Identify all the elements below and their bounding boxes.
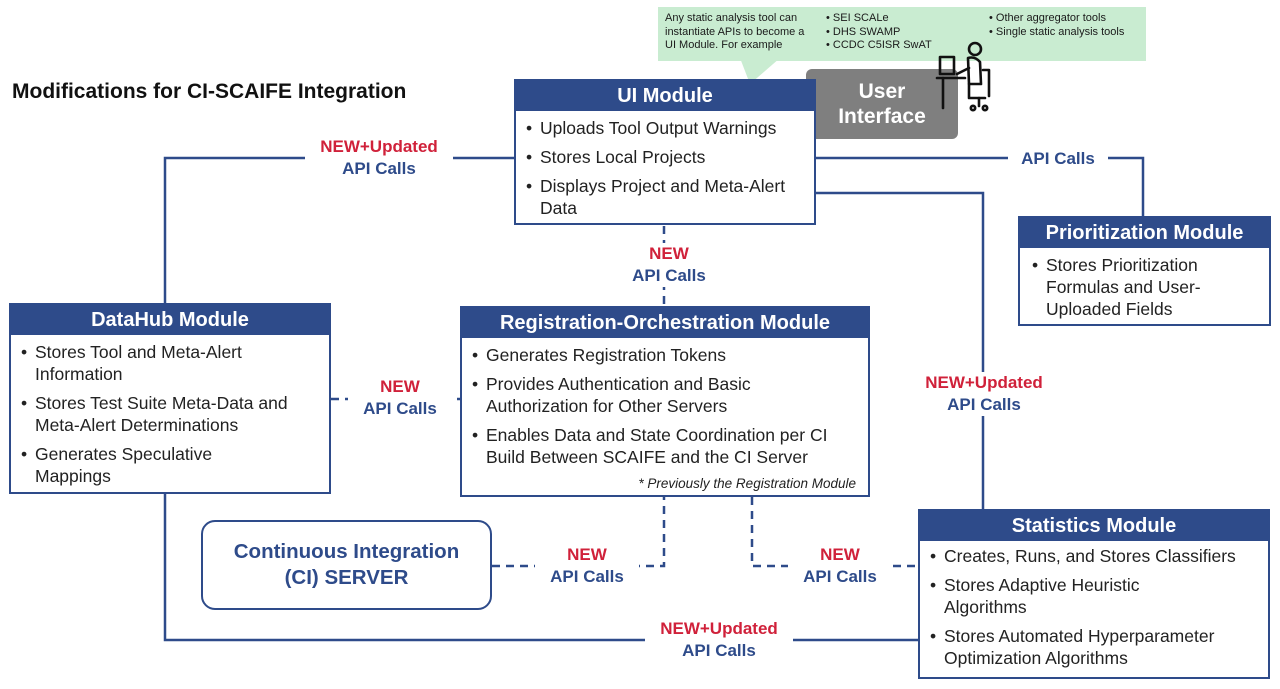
statistics-module-list: Creates, Runs, and Stores Classifiers St… xyxy=(920,541,1268,669)
label-tag: NEW+Updated xyxy=(925,373,1043,392)
callout-item: DHS SWAMP xyxy=(826,26,932,40)
callout-item: CCDC C5ISR SwAT xyxy=(826,39,932,53)
list-item: Displays Project and Meta-Alert Data xyxy=(526,175,806,219)
list-item: Stores Test Suite Meta-Data and Meta-Ale… xyxy=(21,392,321,436)
label-tag: NEW+Updated xyxy=(320,137,438,156)
registration-module-title: Registration-Orchestration Module xyxy=(462,308,868,338)
list-item: Generates Speculative Mappings xyxy=(21,443,255,487)
statistics-module: Statistics Module Creates, Runs, and Sto… xyxy=(918,509,1270,679)
prioritization-module-title: Prioritization Module xyxy=(1020,218,1269,248)
label-tag: NEW xyxy=(567,545,607,564)
label-ui-datahub: NEW+Updated API Calls xyxy=(305,136,453,180)
label-text: API Calls xyxy=(632,266,706,285)
label-tag: NEW xyxy=(820,545,860,564)
list-item: Stores Adaptive Heuristic Algorithms xyxy=(930,574,1184,618)
label-text: API Calls xyxy=(342,159,416,178)
registration-orchestration-module: Registration-Orchestration Module Genera… xyxy=(460,306,870,497)
label-datahub-registration: NEW API Calls xyxy=(348,376,452,420)
ci-server: Continuous Integration (CI) SERVER xyxy=(201,520,492,610)
label-text: API Calls xyxy=(1021,149,1095,168)
callout-item: SEI SCALe xyxy=(826,12,932,26)
ui-module: UI Module Uploads Tool Output Warnings S… xyxy=(514,79,816,225)
list-item: Uploads Tool Output Warnings xyxy=(526,117,806,139)
callout-item: Other aggregator tools xyxy=(989,12,1124,26)
datahub-module-title: DataHub Module xyxy=(11,305,329,335)
datahub-module: DataHub Module Stores Tool and Meta-Aler… xyxy=(9,303,331,494)
callout-list-1: SEI SCALe DHS SWAMP CCDC C5ISR SwAT xyxy=(826,12,932,53)
label-ui-prioritization: API Calls xyxy=(1008,148,1108,170)
label-ui-registration: NEW API Calls xyxy=(615,243,723,287)
line-ui-prioritization xyxy=(815,156,1145,216)
list-item: Enables Data and State Coordination per … xyxy=(472,424,860,468)
prioritization-module-list: Stores Prioritization Formulas and User-… xyxy=(1020,248,1269,320)
label-text: API Calls xyxy=(550,567,624,586)
callout-item: Single static analysis tools xyxy=(989,26,1124,40)
label-registration-statistics: NEW API Calls xyxy=(788,544,892,588)
user-interface-box: User Interface xyxy=(806,69,958,139)
label-ci-registration: NEW API Calls xyxy=(535,544,639,588)
label-text: API Calls xyxy=(363,399,437,418)
ui-module-title: UI Module xyxy=(516,81,814,111)
label-tag: NEW xyxy=(649,244,689,263)
callout-pointer xyxy=(740,58,780,84)
page-title: Modifications for CI-SCAIFE Integration xyxy=(12,80,407,103)
datahub-module-list: Stores Tool and Meta-Alert Information S… xyxy=(11,335,329,487)
prioritization-module: Prioritization Module Stores Prioritizat… xyxy=(1018,216,1271,326)
examples-callout: Any static analysis tool can instantiate… xyxy=(658,7,1146,61)
user-interface-label: User Interface xyxy=(838,80,926,128)
label-datahub-statistics: NEW+Updated API Calls xyxy=(645,618,793,662)
label-text: API Calls xyxy=(947,395,1021,414)
list-item: Stores Prioritization Formulas and User-… xyxy=(1032,254,1246,320)
registration-module-list: Generates Registration Tokens Provides A… xyxy=(462,338,868,468)
statistics-module-title: Statistics Module xyxy=(920,511,1268,541)
ui-module-list: Uploads Tool Output Warnings Stores Loca… xyxy=(516,111,814,219)
registration-footnote: * Previously the Registration Module xyxy=(638,476,856,491)
label-tag: NEW+Updated xyxy=(660,619,778,638)
ci-server-line-2: (CI) SERVER xyxy=(284,566,409,589)
list-item: Stores Automated Hyperparameter Optimiza… xyxy=(930,625,1260,669)
list-item: Generates Registration Tokens xyxy=(472,344,860,366)
callout-list-2: Other aggregator tools Single static ana… xyxy=(989,12,1124,39)
label-tag: NEW xyxy=(380,377,420,396)
label-ui-statistics: NEW+Updated API Calls xyxy=(910,372,1058,416)
list-item: Provides Authentication and Basic Author… xyxy=(472,373,806,417)
ci-server-line-1: Continuous Integration xyxy=(233,540,460,563)
list-item: Creates, Runs, and Stores Classifiers xyxy=(930,545,1260,567)
list-item: Stores Local Projects xyxy=(526,146,806,168)
callout-intro: Any static analysis tool can instantiate… xyxy=(665,12,805,51)
user-at-desk-icon xyxy=(935,41,991,112)
label-text: API Calls xyxy=(682,641,756,660)
label-text: API Calls xyxy=(803,567,877,586)
list-item: Stores Tool and Meta-Alert Information xyxy=(21,341,295,385)
